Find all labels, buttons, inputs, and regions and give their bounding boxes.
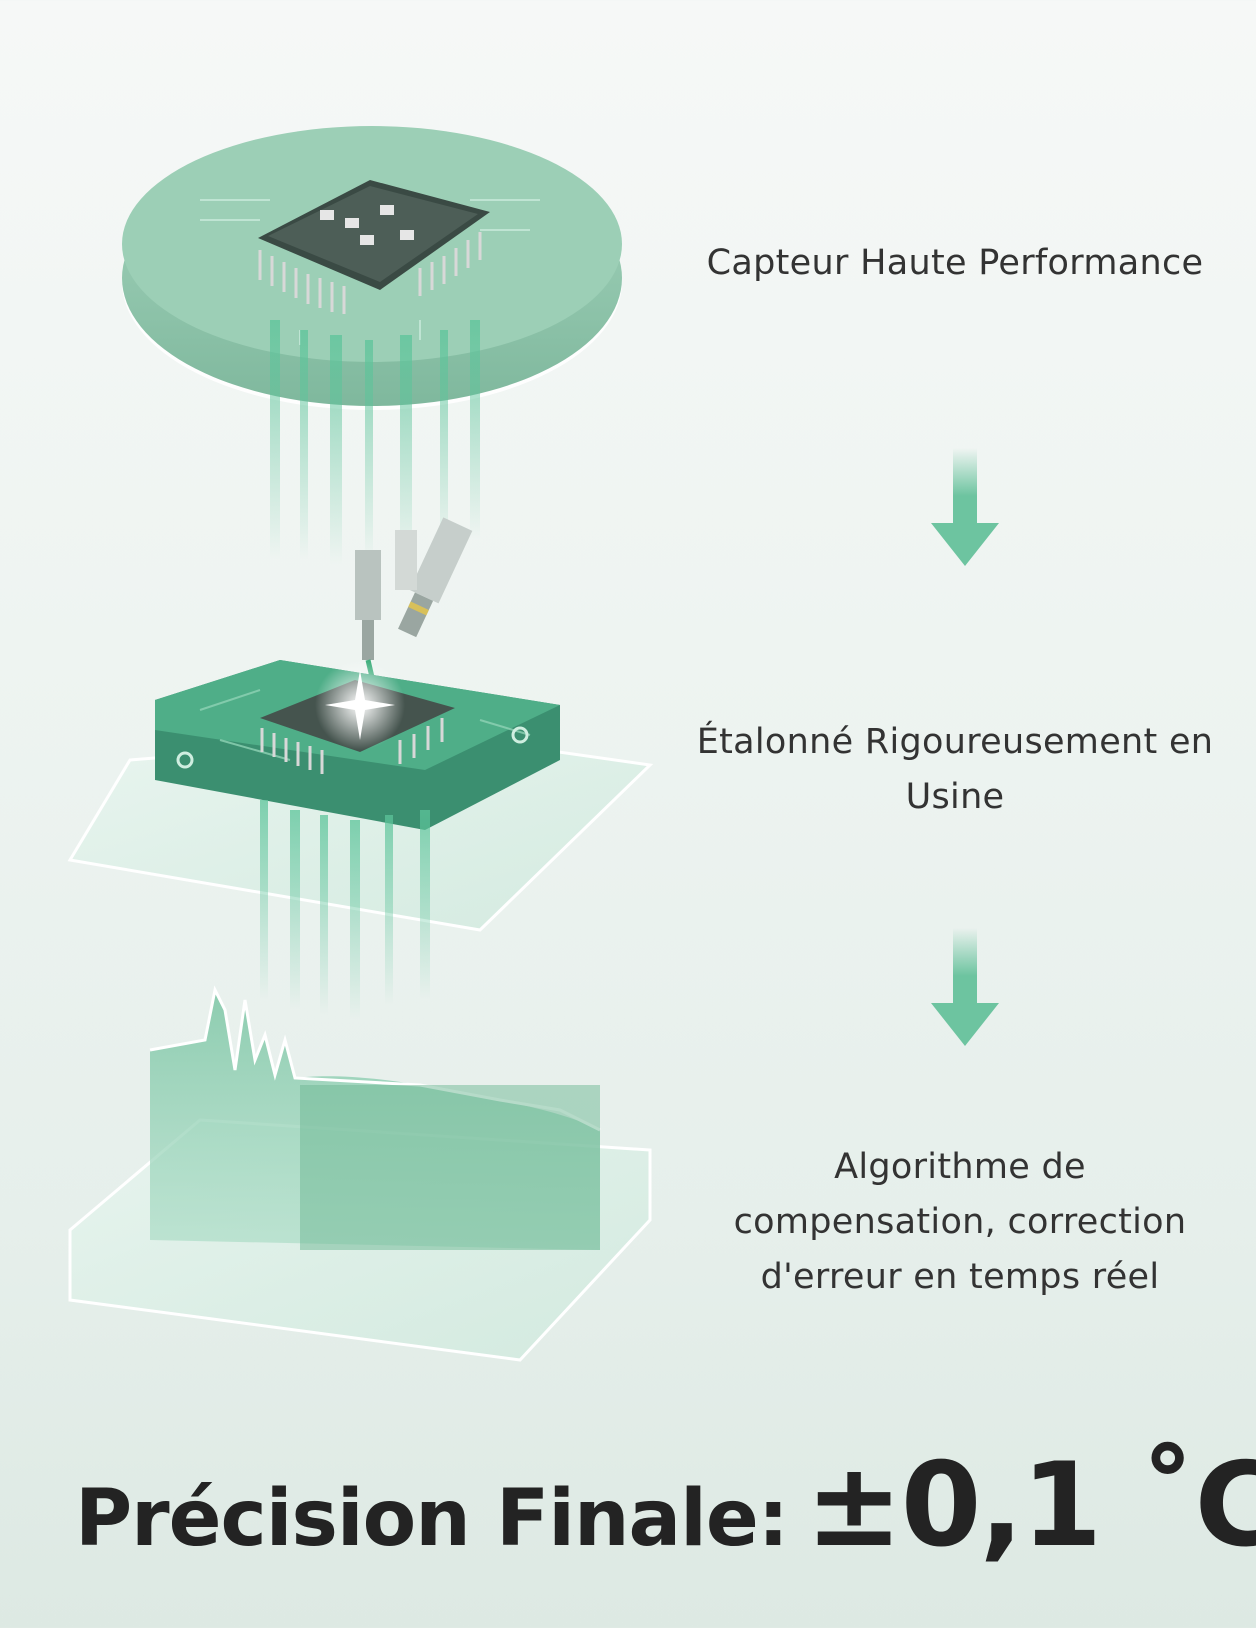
- step-algorithm-text: Algorithme de compensation, correction d…: [733, 1147, 1187, 1297]
- step-sensor-text: Capteur Haute Performance: [706, 243, 1204, 283]
- light-beams-top: [270, 320, 480, 565]
- step-calibration-text: Étalonné Rigoureusement en Usine: [696, 722, 1214, 817]
- sensor-chip-icon: [122, 126, 622, 410]
- arrow-down-icon: [931, 448, 999, 566]
- pcb-board: [155, 660, 560, 830]
- final-precision-headline: Précision Finale: ±0,1 ˚C: [75, 1438, 1256, 1573]
- arrow-down-icon: [931, 928, 999, 1046]
- sensor-illustration: [68, 126, 652, 1362]
- waveform-panel-icon: [68, 985, 652, 1362]
- light-beams-bottom: [260, 800, 430, 1020]
- final-precision-value: ±0,1 ˚C: [805, 1438, 1256, 1573]
- final-precision-label: Précision Finale:: [75, 1474, 789, 1564]
